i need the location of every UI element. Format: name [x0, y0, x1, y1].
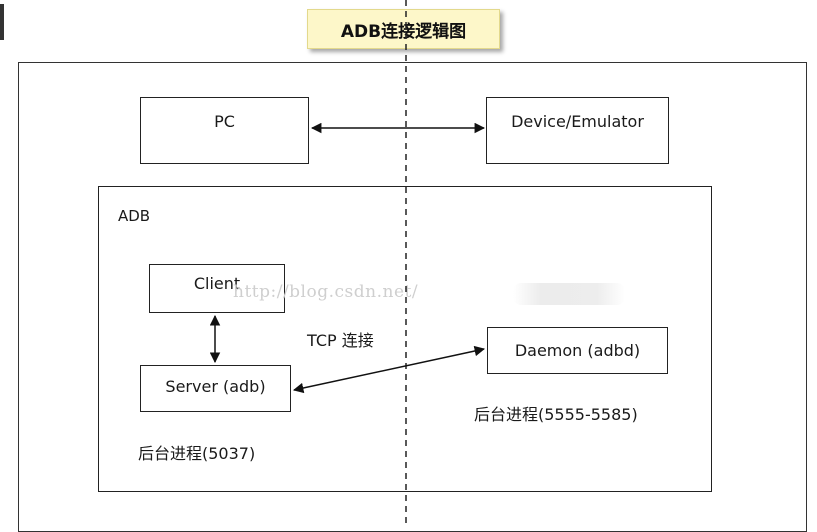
diagram-title: ADB连接逻辑图 — [307, 9, 500, 49]
device-label: Device/Emulator — [511, 112, 644, 131]
watermark-text: http://blog.csdn.net/ — [233, 282, 419, 302]
adb-container — [98, 186, 712, 492]
server-daemon-tcp-arrow — [292, 345, 486, 394]
pc-node: PC — [140, 97, 309, 164]
pc-label: PC — [214, 112, 235, 131]
daemon-node: Daemon (adbd) — [487, 327, 668, 374]
edge-artifact — [0, 4, 4, 40]
server-node: Server (adb) — [140, 365, 291, 412]
client-label: Client — [193, 274, 241, 293]
client-node: Client — [149, 264, 285, 313]
tcp-connection-label: TCP 连接 — [307, 331, 374, 350]
daemon-label: Daemon (adbd) — [514, 341, 641, 360]
server-label: Server (adb) — [165, 377, 266, 396]
adb-label: ADB — [118, 207, 151, 225]
daemon-process-label: 后台进程(5555-5585) — [474, 405, 638, 424]
device-node: Device/Emulator — [486, 97, 669, 164]
server-process-label: 后台进程(5037) — [138, 444, 256, 463]
watermark-smear — [513, 283, 625, 305]
